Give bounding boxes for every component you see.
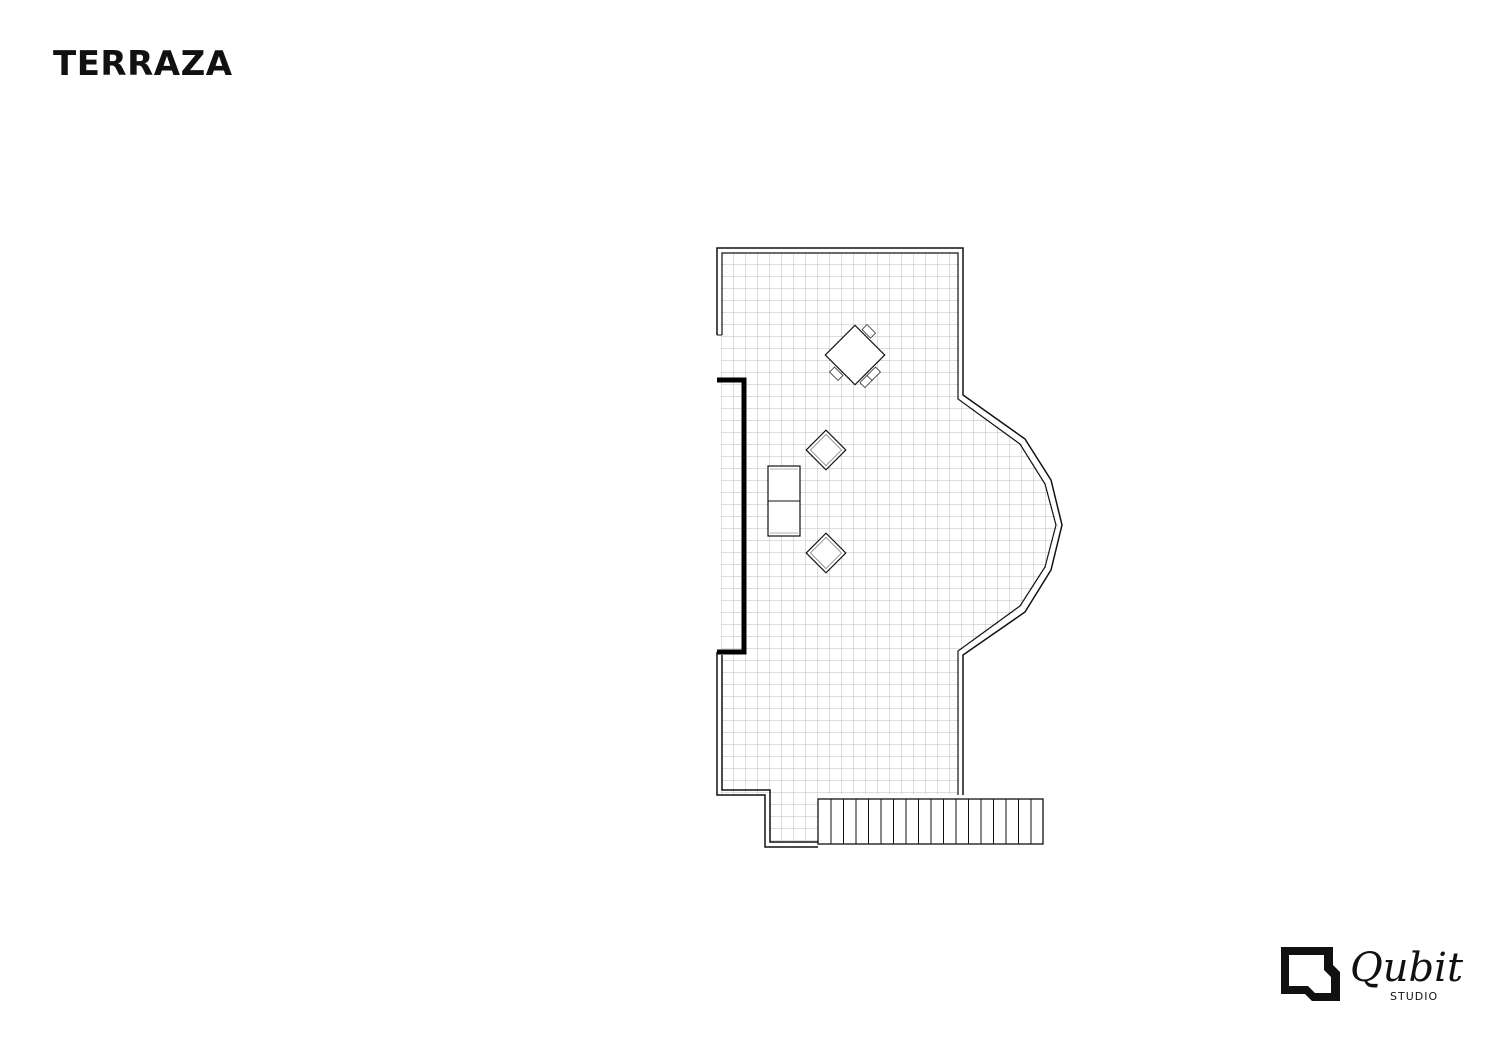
stairs: [817, 798, 1044, 845]
qubit-logo-icon: [1281, 947, 1340, 1001]
logo-sub: STUDIO: [1390, 990, 1439, 1003]
dining-table: [824, 324, 886, 389]
terrace-wall-outer: [716, 247, 1063, 795]
terrace-wall-lower: [716, 652, 818, 848]
page-title: TERRAZA: [53, 44, 233, 84]
tiled-floor: [721, 252, 1058, 842]
armchair: [805, 429, 847, 471]
sofa: [767, 465, 801, 537]
chair: [828, 324, 882, 389]
logo-name: Qubit: [1350, 945, 1464, 991]
terrace-wall-inner: [721, 252, 1057, 795]
armchair: [805, 532, 847, 574]
house-wall: [717, 377, 747, 655]
